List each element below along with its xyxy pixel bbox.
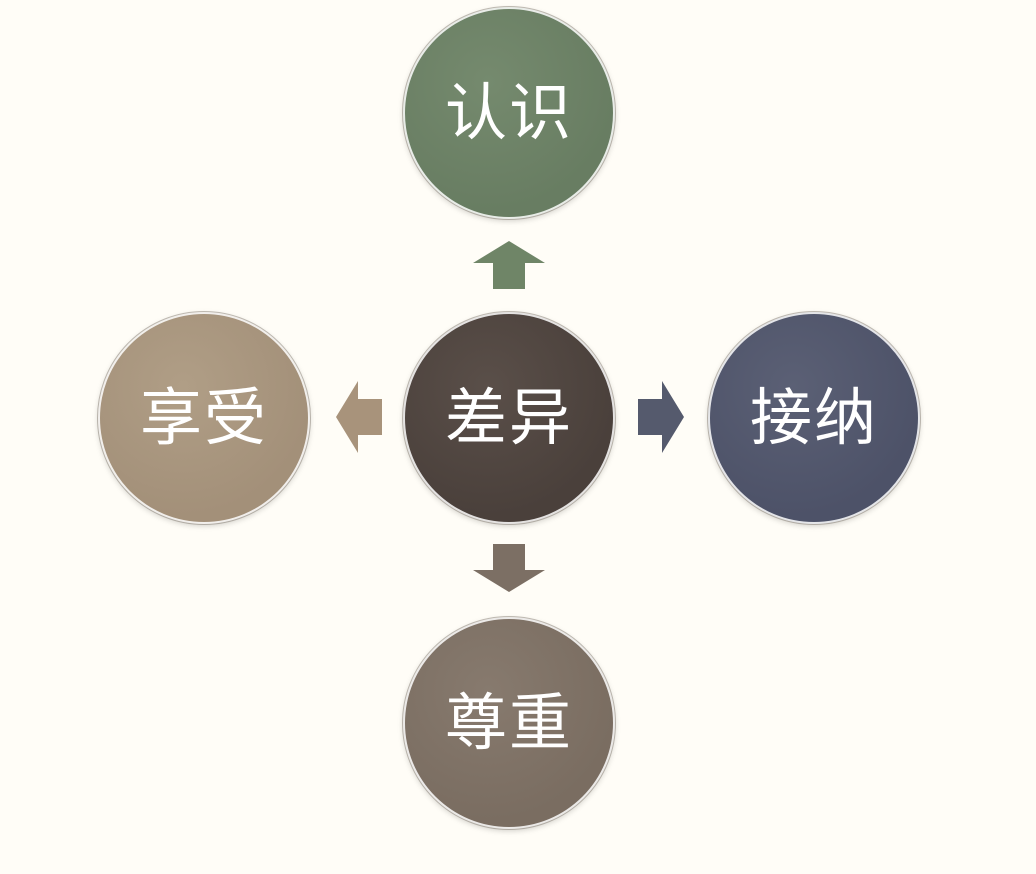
left-node-label: 享受 xyxy=(139,381,268,454)
right-node: 接纳 xyxy=(707,311,921,525)
left-node: 享受 xyxy=(97,311,311,525)
center-node: 差异 xyxy=(402,311,616,525)
right-node-label: 接纳 xyxy=(749,381,878,454)
arrow-down-icon xyxy=(473,544,545,592)
bottom-node-label: 尊重 xyxy=(444,686,573,759)
center-node-label: 差异 xyxy=(444,381,573,454)
arrow-up-icon xyxy=(473,241,545,289)
top-node-label: 认识 xyxy=(444,76,573,149)
arrow-left-icon xyxy=(336,381,382,453)
arrow-left-shape xyxy=(336,381,382,453)
arrow-right-icon xyxy=(638,381,684,453)
arrow-up-shape xyxy=(473,241,545,289)
arrow-down-shape xyxy=(473,544,545,592)
arrow-right-shape xyxy=(638,381,684,453)
bottom-node: 尊重 xyxy=(402,616,616,830)
top-node: 认识 xyxy=(402,6,616,220)
